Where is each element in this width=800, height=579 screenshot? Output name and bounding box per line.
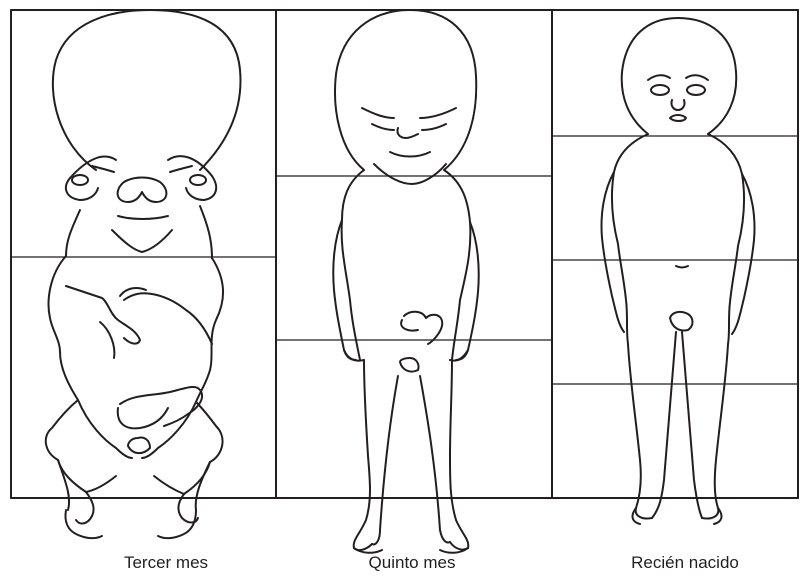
fetus-fifth-month-figure: [333, 10, 478, 553]
caption-third-month: Tercer mes: [66, 553, 266, 573]
newborn-figure: [602, 18, 755, 524]
caption-newborn: Recién nacido: [585, 553, 785, 573]
diagram-frame: [11, 10, 798, 498]
fetus-third-month-figure: [46, 10, 241, 538]
caption-fifth-month: Quinto mes: [312, 553, 512, 573]
